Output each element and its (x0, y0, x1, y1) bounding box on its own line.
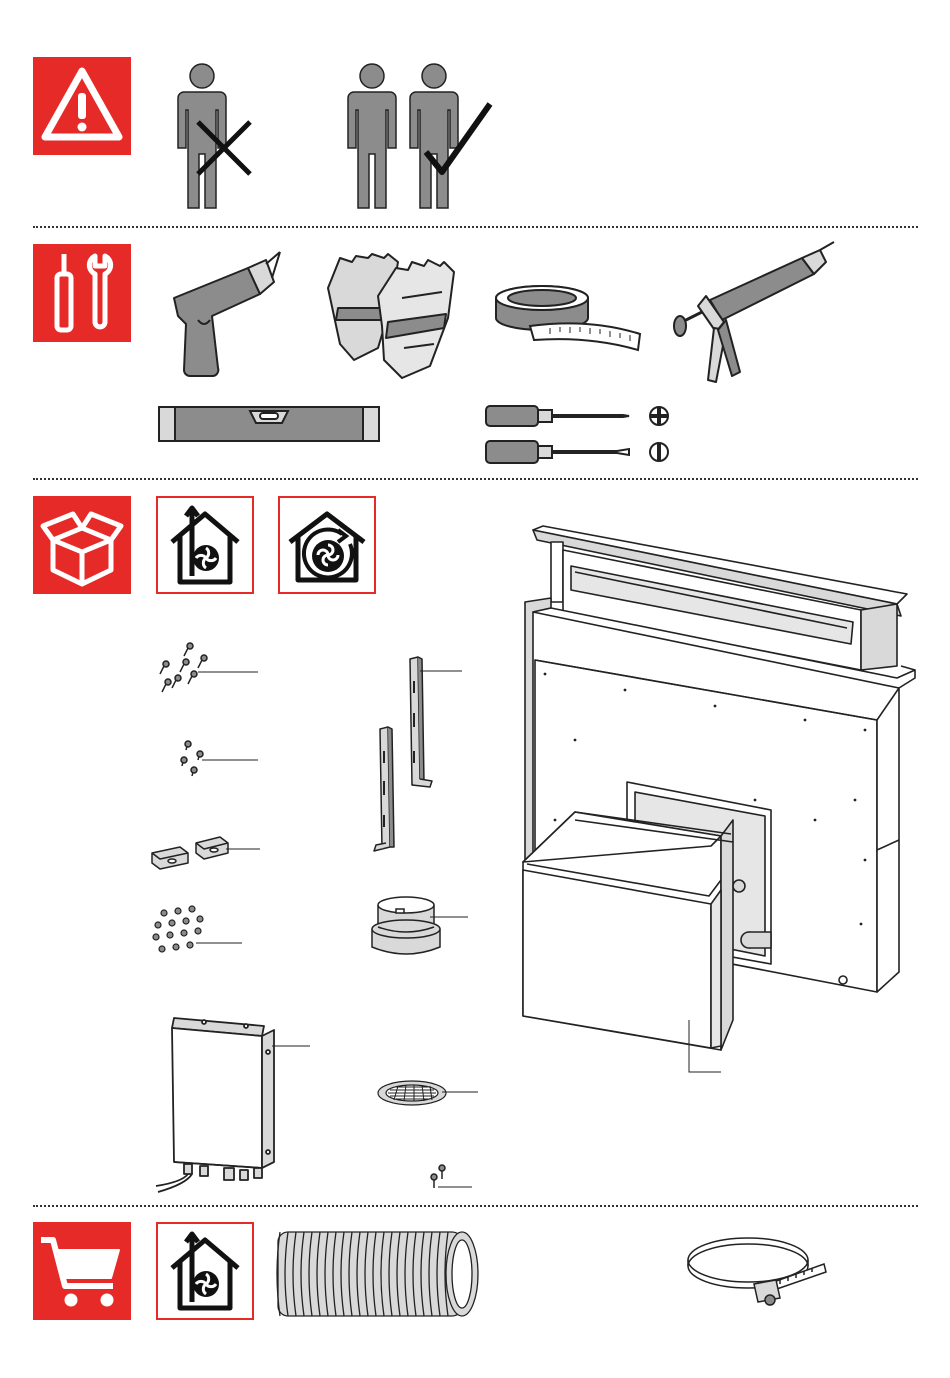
measuring-tape (490, 278, 650, 358)
drill (168, 250, 288, 385)
downdraft-hood-unit (515, 520, 920, 1080)
control-unit-icon (148, 1012, 313, 1197)
measuring-tape-icon (490, 278, 650, 358)
downdraft-hood-icon (515, 520, 920, 1080)
screwdriver-set-icon (485, 405, 675, 467)
recirculation-icon (280, 498, 374, 592)
control-box (148, 1012, 313, 1197)
two-persons-check-icon (340, 60, 500, 212)
flexible-duct-hose-icon (268, 1224, 488, 1324)
warning-badge (33, 57, 131, 155)
screws-pack-icon (148, 905, 244, 960)
caulking-gun (670, 240, 840, 390)
two-persons-required (340, 60, 500, 212)
section-divider (33, 478, 918, 480)
flexible-duct-hose (268, 1224, 488, 1324)
tools-badge (33, 244, 131, 342)
screws-icon (158, 640, 260, 695)
warning-triangle-icon (33, 57, 131, 155)
mounting-brackets (372, 655, 464, 855)
screwdriver-wrench-icon (33, 244, 131, 342)
section-divider (33, 1205, 918, 1207)
accessories-badge (33, 1222, 131, 1320)
small-screws-icon (176, 738, 260, 780)
work-gloves-icon (318, 248, 463, 383)
screw-set-2 (176, 738, 260, 780)
hose-clamp (684, 1226, 832, 1308)
two-screws (428, 1163, 474, 1193)
phillips-screwdriver-icon (486, 406, 668, 426)
single-person-crossed-icon (170, 60, 260, 212)
package-badge (33, 496, 131, 594)
ducted-mode-badge (156, 496, 254, 594)
flat-screwdriver-icon (486, 441, 668, 463)
single-person-not-allowed (170, 60, 260, 212)
section-divider (33, 226, 918, 228)
hose-clamp-icon (684, 1226, 832, 1308)
open-box-icon (33, 496, 131, 594)
screw-set-1 (158, 640, 260, 695)
screwdrivers (485, 405, 675, 467)
ducted-exhaust-icon (158, 1224, 252, 1318)
shopping-cart-icon (33, 1222, 131, 1320)
duct-adapter (368, 895, 470, 957)
round-duct-connector-icon (368, 895, 470, 957)
spirit-level-icon (158, 405, 380, 445)
round-grille-icon (376, 1078, 480, 1108)
recirculation-mode-badge (278, 496, 376, 594)
vertical-brackets-icon (372, 655, 464, 855)
drill-icon (168, 250, 288, 385)
mini-screws-icon (428, 1163, 474, 1193)
work-gloves (318, 248, 463, 383)
ducted-accessory-badge (156, 1222, 254, 1320)
ducted-exhaust-icon (158, 498, 252, 592)
spirit-level (158, 405, 380, 445)
filter-grid (376, 1078, 480, 1108)
angle-brackets-icon (150, 835, 262, 873)
screw-set-3 (148, 905, 244, 960)
caulking-gun-icon (670, 240, 840, 390)
small-brackets (150, 835, 262, 873)
